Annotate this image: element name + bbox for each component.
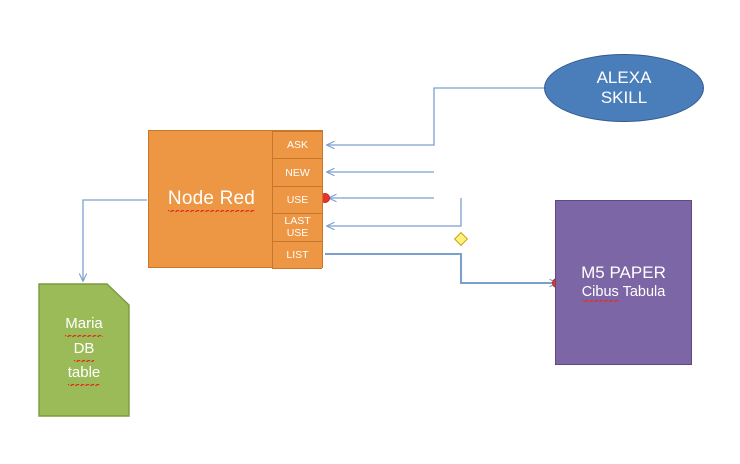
alexa-skill-line2: SKILL: [600, 88, 648, 107]
port-last-use-label-line1: LAST: [284, 215, 311, 228]
port-list[interactable]: LIST: [272, 240, 322, 270]
wire-alexa-to-ask: [327, 87, 548, 145]
alexa-skill-line1: ALEXA: [596, 67, 652, 87]
port-use-label: USE: [286, 193, 309, 206]
node-red-label-text: Node Red: [167, 188, 256, 212]
port-last-use-label-line2: USE: [286, 227, 309, 240]
port-last-use[interactable]: LAST USE: [272, 213, 322, 242]
alexa-skill-node[interactable]: ALEXA SKILL: [544, 54, 704, 122]
port-list-label: LIST: [286, 248, 309, 261]
wire-m5-to-last-use: [327, 198, 462, 226]
maria-db-line1: Maria: [65, 313, 103, 338]
maria-db-label: Maria DB table: [38, 283, 130, 417]
maria-db-line3: table: [67, 362, 101, 387]
wire-list-to-m5: [325, 252, 557, 283]
node-red-label: Node Red: [149, 131, 274, 269]
maria-db-node[interactable]: Maria DB table: [38, 283, 130, 417]
port-use[interactable]: USE: [272, 185, 322, 215]
maria-db-line2: DB: [73, 337, 95, 363]
midpoint-diamond-icon[interactable]: [453, 231, 469, 247]
m5-paper-subtitle-word2: Tabula: [622, 284, 666, 301]
m5-paper-subtitle-word1: Cibus: [581, 284, 619, 303]
port-ask-label: ASK: [286, 139, 308, 152]
m5-paper-node[interactable]: M5 PAPER Cibus Tabula: [555, 200, 692, 365]
port-ask[interactable]: ASK: [272, 131, 322, 160]
node-red-block[interactable]: Node Red ASK NEW USE LAST USE LIST: [148, 130, 323, 270]
node-red-port-list: ASK NEW USE LAST USE LIST: [272, 131, 322, 270]
m5-paper-subtitle: Cibus Tabula: [581, 283, 666, 303]
wire-node-red-to-maria-db: [83, 199, 147, 281]
port-new-label: NEW: [285, 166, 310, 179]
m5-paper-title: M5 PAPER: [581, 263, 666, 283]
port-new[interactable]: NEW: [272, 158, 322, 187]
